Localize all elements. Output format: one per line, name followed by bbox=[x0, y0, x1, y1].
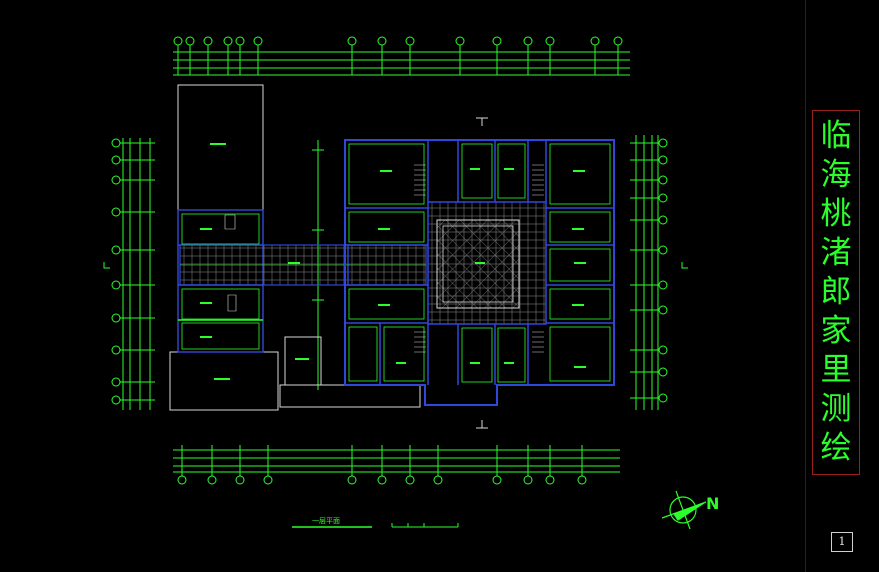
title-char: 郎 bbox=[820, 274, 852, 310]
outbuilding-labels bbox=[210, 143, 309, 380]
scale-bar bbox=[391, 523, 459, 528]
title-char: 里 bbox=[820, 352, 852, 388]
section-marks bbox=[476, 117, 488, 429]
staircases bbox=[414, 164, 544, 353]
room-partitions bbox=[345, 140, 614, 385]
north-arrow-icon bbox=[661, 490, 707, 530]
bottom-dimension-chain bbox=[173, 445, 620, 485]
title-char: 绘 bbox=[820, 430, 852, 466]
title-char: 桃 bbox=[820, 196, 852, 232]
title-char: 渚 bbox=[820, 235, 852, 271]
drawing-title: 临 海 桃 渚 郎 家 里 测 绘 bbox=[812, 110, 860, 475]
right-dimension-chain bbox=[630, 135, 688, 410]
connecting-corridor bbox=[179, 244, 427, 286]
plan-caption: 一层平面 bbox=[312, 517, 340, 525]
title-char: 临 bbox=[820, 118, 852, 154]
central-courtyard bbox=[427, 201, 547, 325]
title-char: 测 bbox=[820, 391, 852, 427]
title-char: 家 bbox=[820, 313, 852, 349]
sheet-number: 1 bbox=[831, 532, 853, 552]
main-house-walls bbox=[344, 139, 615, 406]
north-label: N bbox=[706, 494, 720, 513]
title-char: 海 bbox=[820, 157, 852, 193]
top-dimension-chain bbox=[173, 36, 630, 76]
title-sidebar bbox=[806, 0, 879, 572]
left-dimension-chain bbox=[103, 138, 155, 410]
room-tags bbox=[200, 168, 586, 368]
